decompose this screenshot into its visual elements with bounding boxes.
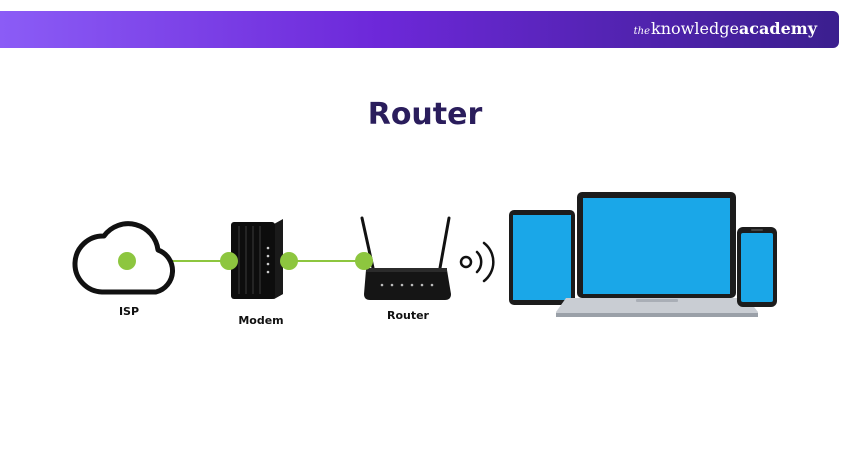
devices-icon bbox=[509, 192, 777, 317]
brand-logo: theknowledgeacademy bbox=[633, 19, 817, 38]
tablet-icon bbox=[509, 210, 575, 305]
connector-dot-modem-out bbox=[280, 252, 298, 270]
brand-banner: theknowledgeacademy bbox=[0, 11, 839, 48]
node-label-isp: ISP bbox=[119, 305, 139, 318]
phone-icon bbox=[737, 227, 777, 307]
connector-dot-isp bbox=[118, 252, 136, 270]
connector-dot-modem-in bbox=[220, 252, 238, 270]
page-title: Router bbox=[367, 97, 483, 132]
connector-dot-router bbox=[355, 252, 373, 270]
node-label-router: Router bbox=[387, 309, 430, 322]
node-label-modem: Modem bbox=[238, 314, 283, 327]
modem-icon bbox=[231, 219, 283, 299]
router-icon bbox=[360, 216, 451, 300]
laptop-icon bbox=[556, 192, 758, 317]
wifi-signal-icon bbox=[459, 241, 495, 283]
